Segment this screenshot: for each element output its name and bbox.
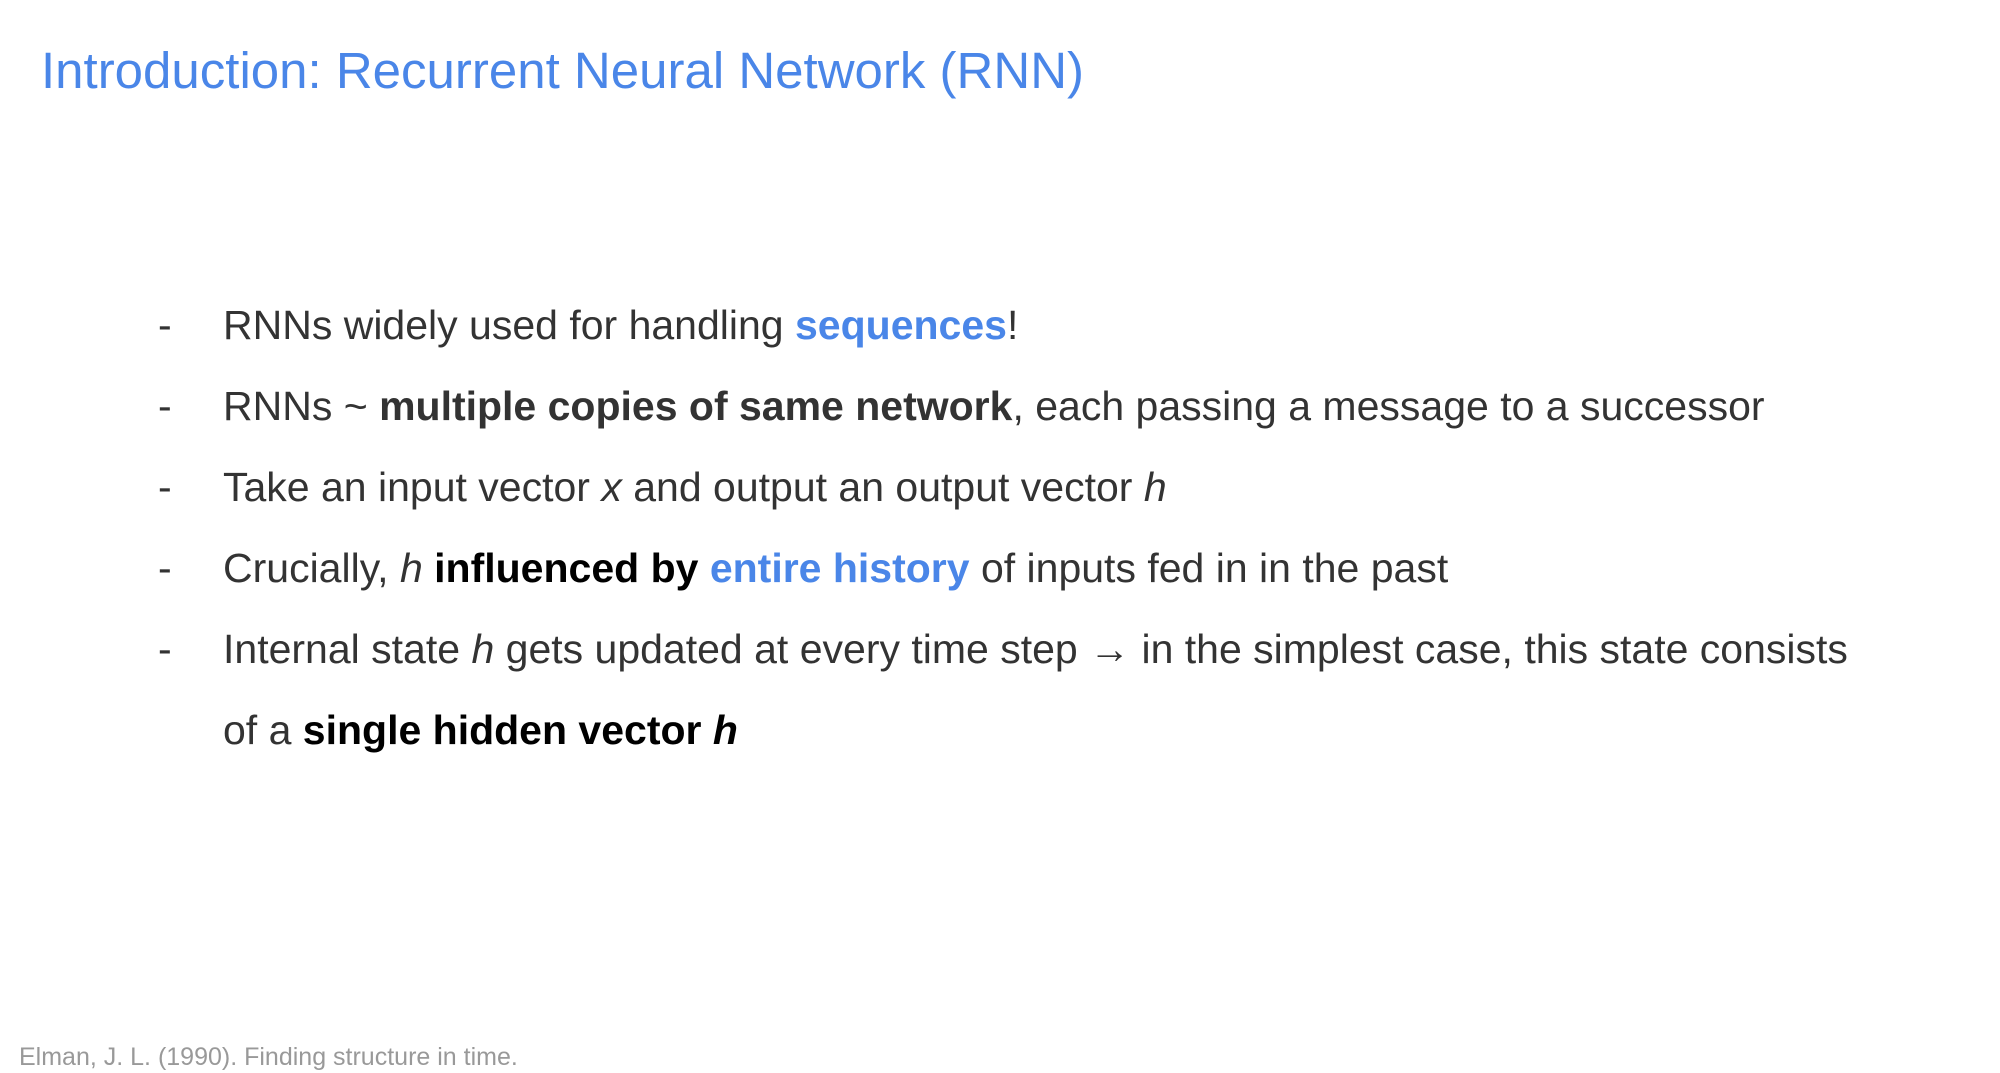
bullet-marker: - xyxy=(158,383,172,429)
text-segment: Internal state xyxy=(223,626,472,672)
math-variable-h: h xyxy=(399,545,423,591)
bullet-marker: - xyxy=(158,626,172,672)
bullet-marker: - xyxy=(158,302,172,348)
emphasis-influenced-by: influenced by xyxy=(434,545,699,591)
text-segment: of inputs fed in in the past xyxy=(969,545,1449,591)
bullet-text: RNNs ~ multiple copies of same network, … xyxy=(223,366,1873,447)
citation: Elman, J. L. (1990). Finding structure i… xyxy=(19,1043,518,1071)
math-variable-h-bold: h xyxy=(712,707,738,753)
bullet-marker: - xyxy=(158,545,172,591)
emphasis-single-hidden-vector: single hidden vector xyxy=(302,707,713,753)
math-variable-h: h xyxy=(1143,464,1167,510)
bullet-item: - Crucially, h influenced by entire hist… xyxy=(0,528,2000,609)
bullet-list: - RNNs widely used for handling sequence… xyxy=(0,285,2000,771)
text-segment: Take an input vector xyxy=(223,464,602,510)
emphasis-multiple-copies: multiple copies of same network xyxy=(379,383,1013,429)
bullet-text: Internal state h gets updated at every t… xyxy=(223,609,1873,771)
text-segment: and output an output vector xyxy=(621,464,1144,510)
math-variable-h: h xyxy=(471,626,495,672)
bullet-item: - Take an input vector x and output an o… xyxy=(0,447,2000,528)
bullet-item: - Internal state h gets updated at every… xyxy=(0,609,2000,771)
bullet-item: - RNNs widely used for handling sequence… xyxy=(0,285,2000,366)
bullet-text: Take an input vector x and output an out… xyxy=(223,447,1873,528)
text-segment xyxy=(698,545,709,591)
text-segment: , each passing a message to a successor xyxy=(1012,383,1765,429)
highlight-entire-history: entire history xyxy=(709,545,970,591)
text-segment xyxy=(423,545,434,591)
text-segment: ! xyxy=(1006,302,1019,348)
math-variable-x: x xyxy=(601,464,622,510)
bullet-text: Crucially, h influenced by entire histor… xyxy=(223,528,1873,609)
bullet-text: RNNs widely used for handling sequences! xyxy=(223,285,1873,366)
bullet-marker: - xyxy=(158,464,172,510)
highlight-sequences: sequences xyxy=(795,302,1007,348)
text-segment: RNNs widely used for handling xyxy=(223,302,795,348)
text-segment: gets updated at every time step → in the… xyxy=(223,626,1848,753)
text-segment: Crucially, xyxy=(223,545,400,591)
slide-title: Introduction: Recurrent Neural Network (… xyxy=(41,42,1085,99)
bullet-item: - RNNs ~ multiple copies of same network… xyxy=(0,366,2000,447)
text-segment: RNNs ~ xyxy=(223,383,380,429)
